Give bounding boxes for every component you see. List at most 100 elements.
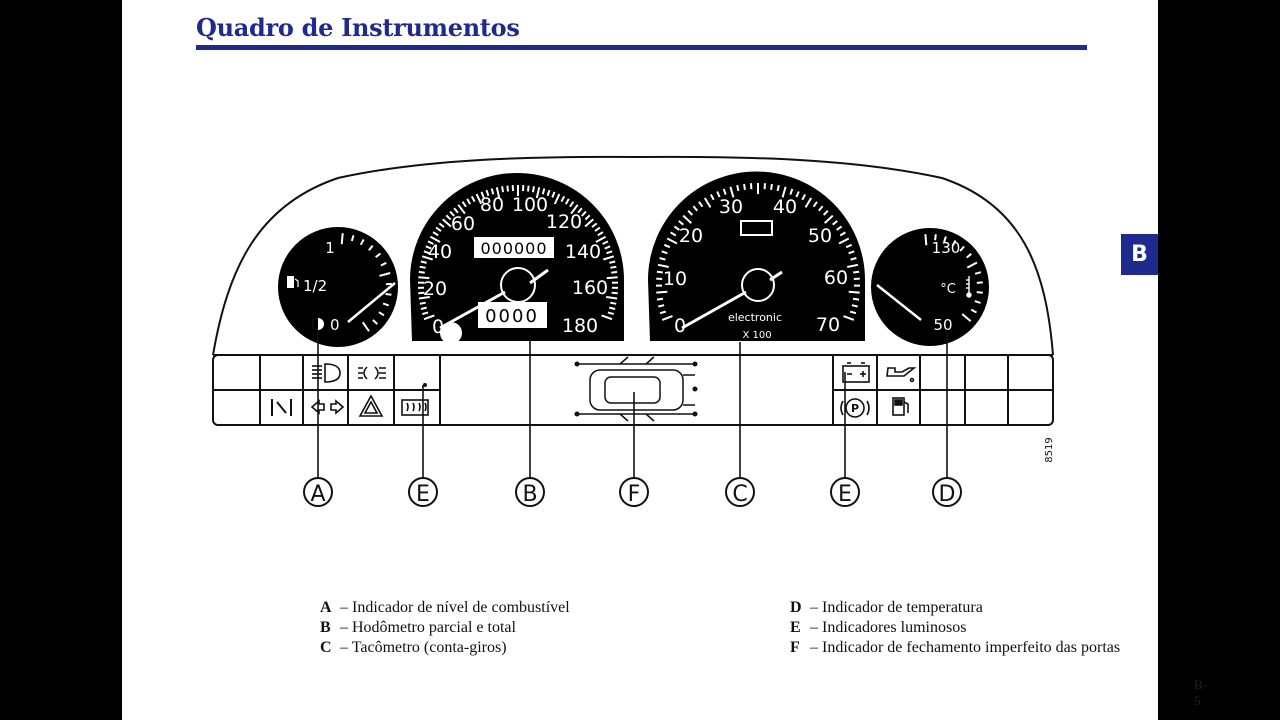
figure-number: 8519 xyxy=(1044,437,1055,462)
fuel-pump-icon xyxy=(892,397,909,416)
odometer-partial-box xyxy=(478,302,547,328)
speed-label-100: 100 xyxy=(512,194,548,216)
odometer-partial: 0000 xyxy=(485,306,539,327)
callout-letter: E xyxy=(838,482,852,507)
legend-key: F xyxy=(790,639,800,656)
tachometer: 0 10 20 30 40 50 60 70 electronic X 100 xyxy=(648,171,865,341)
temperature-needle xyxy=(876,284,922,321)
callout-C: C xyxy=(725,477,755,507)
legend-row: D – Indicador de temperatura xyxy=(790,598,1120,618)
rear-defrost-icon xyxy=(401,399,429,416)
tach-label-70: 70 xyxy=(816,314,840,336)
tachometer-ticks xyxy=(656,183,860,321)
oil-can-icon xyxy=(886,367,917,383)
tach-label-0: 0 xyxy=(674,315,686,337)
rear-fog-icon xyxy=(423,383,427,387)
sidelight-icon xyxy=(358,366,386,380)
temperature-gauge: 130 °C 50 xyxy=(871,228,989,346)
speed-label-40: 40 xyxy=(428,241,452,263)
callout-letter: A xyxy=(310,482,325,507)
page-number: B-5 xyxy=(1194,677,1207,708)
battery-icon xyxy=(842,362,870,383)
thermometer-icon xyxy=(966,276,972,298)
tach-label-10: 10 xyxy=(663,268,687,290)
fuel-gauge: 1 1/2 0 xyxy=(278,227,398,347)
door-contact-dots xyxy=(574,361,698,417)
legend-text: Hodômetro parcial e total xyxy=(352,619,516,636)
legend-key: A xyxy=(320,599,332,616)
callout-leaders xyxy=(317,330,948,478)
speed-label-180: 180 xyxy=(562,315,598,337)
panel-outline xyxy=(212,155,1054,356)
speed-label-60: 60 xyxy=(451,213,475,235)
tach-label-40: 40 xyxy=(773,196,797,218)
legend-row: B – Hodômetro parcial e total xyxy=(320,618,570,638)
temperature-gauge-ticks xyxy=(924,234,983,322)
legend-text: Tacômetro (conta-giros) xyxy=(351,639,507,656)
tach-label-50: 50 xyxy=(808,225,832,247)
speed-label-20: 20 xyxy=(423,278,447,300)
odometer-total-box xyxy=(474,237,554,258)
seatbelt-icon xyxy=(271,399,292,416)
tachometer-needle xyxy=(681,290,747,330)
legend-text: Indicador de temperatura xyxy=(822,599,983,616)
section-tab: B xyxy=(1121,234,1158,275)
fuel-pump-small-icon xyxy=(287,276,299,288)
fuel-reserve-icon xyxy=(312,318,324,330)
legend-sep: – xyxy=(810,599,818,616)
parking-brake-letter: P xyxy=(851,402,859,415)
callout-F: F xyxy=(619,477,649,507)
callout-letter: F xyxy=(628,482,641,507)
tachometer-window xyxy=(740,220,773,236)
speedometer-needle-tail xyxy=(529,268,549,285)
legend-text: Indicadores luminosos xyxy=(822,619,967,636)
fuel-gauge-ticks xyxy=(340,233,392,332)
tach-label-60: 60 xyxy=(824,267,848,289)
callout-letter: D xyxy=(939,482,956,507)
legend-text: Indicador de fechamento imperfeito das p… xyxy=(822,639,1121,656)
speed-label-140: 140 xyxy=(565,241,601,263)
legend-left: A – Indicador de nível de combustível B … xyxy=(320,598,570,658)
speedometer-ticks xyxy=(417,185,619,321)
callout-E-left: E xyxy=(408,477,438,507)
tach-label-30: 30 xyxy=(719,196,743,218)
door-open-car-icon xyxy=(577,356,695,422)
callout-D: D xyxy=(932,477,962,507)
headlight-icon xyxy=(312,363,341,383)
legend-text: Indicador de nível de combustível xyxy=(352,599,570,616)
tachometer-face xyxy=(648,171,865,341)
title-rule xyxy=(196,45,1087,50)
legend-sep: – xyxy=(810,619,818,636)
speed-label-80: 80 xyxy=(480,194,504,216)
legend-key: D xyxy=(790,599,802,616)
page-title: Quadro de Instrumentos xyxy=(196,13,520,42)
warning-light-strip xyxy=(212,354,1054,426)
fuel-needle xyxy=(347,282,396,323)
turn-signal-icon xyxy=(310,399,345,415)
temp-unit: °C xyxy=(940,282,956,297)
legend-right: D – Indicador de temperatura E – Indicad… xyxy=(790,598,1120,658)
hazard-icon xyxy=(358,394,384,417)
legend-row: C – Tacômetro (conta-giros) xyxy=(320,638,570,658)
callout-A: A xyxy=(303,477,333,507)
legend-sep: – xyxy=(340,599,348,616)
fuel-label-empty: 0 xyxy=(330,316,340,334)
temp-label-low: 50 xyxy=(933,316,952,334)
legend-key: B xyxy=(320,619,331,636)
legend-row: E – Indicadores luminosos xyxy=(790,618,1120,638)
callout-letter: E xyxy=(416,482,430,507)
tachometer-multiplier: X 100 xyxy=(742,330,771,341)
fuel-label-half: 1/2 xyxy=(303,277,327,295)
fuel-label-full: 1 xyxy=(325,239,335,257)
tachometer-hub xyxy=(741,268,775,302)
callout-E-right: E xyxy=(830,477,860,507)
speedometer-hub xyxy=(500,267,536,303)
legend-sep: – xyxy=(340,639,348,656)
trip-reset-knob xyxy=(440,322,462,344)
tachometer-needle-tail xyxy=(769,270,783,282)
tach-label-20: 20 xyxy=(679,225,703,247)
legend-sep: – xyxy=(810,639,818,656)
speed-label-120: 120 xyxy=(546,211,582,233)
callout-letter: B xyxy=(522,482,537,507)
